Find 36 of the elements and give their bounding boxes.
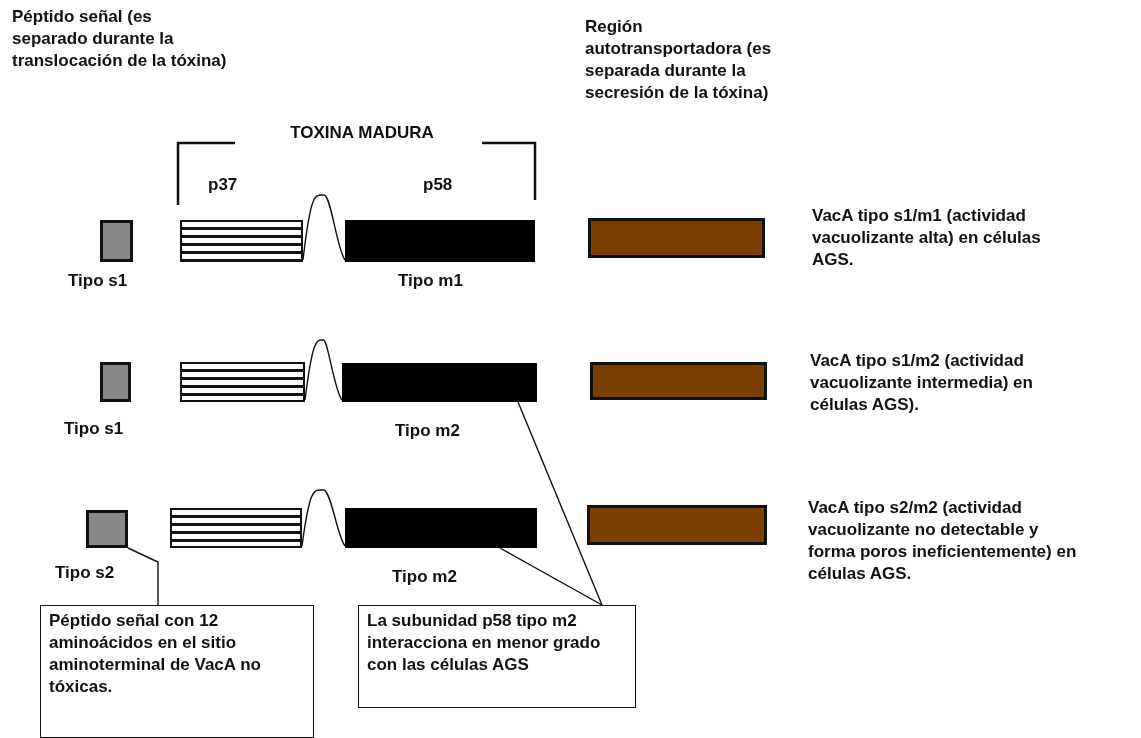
type-label: Tipo s1: [64, 418, 124, 440]
domain-label: p37: [208, 174, 239, 196]
leader-line: [517, 401, 603, 606]
callout-text: Péptido señal con 12 aminoácidos en el sitio aminoterminal de VacA no tóxicas.: [49, 610, 262, 699]
type-label: Tipo s2: [55, 562, 115, 584]
callout-text: La subunidad p58 tipo m2 interacciona en menor grado con las células AGS: [367, 610, 602, 677]
section-heading: TOXINA MADURA: [289, 122, 435, 144]
autotransporter-bar: [588, 218, 765, 258]
variant-description: VacA tipo s1/m1 (actividad vacuolizante alta) en células AGS.: [812, 205, 1042, 272]
striped-domain-bar: [180, 362, 305, 402]
type-label: Tipo m1: [398, 270, 463, 292]
leader-line: [127, 547, 159, 606]
callout-box: [40, 605, 314, 738]
type-label: Tipo m2: [392, 566, 457, 588]
autotransporter-bar: [587, 505, 767, 545]
signal-peptide-block: [100, 362, 131, 402]
variant-description: VacA tipo s2/m2 (actividad vacuolizante no detectable y forma poros ineficientemente) en células AGS.: [808, 497, 1078, 586]
callout-box: [358, 605, 636, 708]
domain-bar: [342, 363, 537, 402]
linker-loop: [301, 489, 346, 547]
type-label: Tipo s1: [68, 270, 128, 292]
annotation-text: Péptido señal (es separado durante la translocación de la tóxina): [12, 6, 227, 73]
signal-peptide-block: [100, 220, 133, 262]
autotransporter-bar: [590, 362, 767, 400]
striped-domain-bar: [170, 508, 302, 548]
variant-description: VacA tipo s1/m2 (actividad vacuolizante intermedia) en células AGS).: [810, 350, 1034, 417]
domain-label: p58: [423, 174, 454, 196]
type-label: Tipo m2: [395, 420, 460, 442]
signal-peptide-block: [86, 510, 128, 548]
domain-bar: [345, 220, 535, 262]
linker-loop: [304, 339, 343, 401]
annotation-text: Región autotransportadora (es separada durante la secresión de la tóxina): [585, 16, 773, 105]
domain-bar: [345, 508, 537, 548]
leader-line: [499, 547, 603, 606]
striped-domain-bar: [180, 220, 303, 262]
linker-loop: [302, 194, 346, 261]
